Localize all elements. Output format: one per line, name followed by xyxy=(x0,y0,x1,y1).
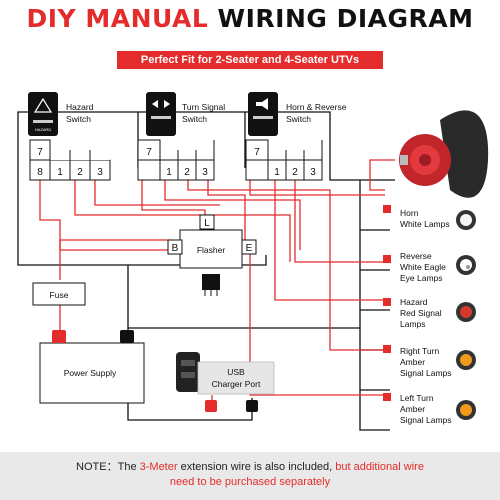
horn-pin-7: 7 xyxy=(254,147,260,158)
flasher-box xyxy=(167,214,257,269)
usb-negative-terminal xyxy=(246,400,258,412)
note-prefix: NOTE：The xyxy=(76,461,140,473)
lamp-red-icon xyxy=(456,302,476,322)
turn-pin-7: 7 xyxy=(146,147,152,158)
note-line-1: NOTE：The 3-Meter extension wire is also … xyxy=(0,460,500,475)
hazard-switch-icon: HAZARD xyxy=(28,92,58,136)
lamp-hazard-2: Red Signal xyxy=(400,308,442,318)
hazard-switch-label-2: Switch xyxy=(66,114,91,124)
page-title: DIY MANUAL WIRING DIAGRAM xyxy=(0,4,500,33)
title-black: WIRING DIAGRAM xyxy=(217,4,474,33)
turn-switch-label-2: Switch xyxy=(182,114,207,124)
lamp-hazard-3: Lamps xyxy=(400,319,426,329)
lamp-right-3: Signal Lamps xyxy=(400,368,452,378)
lamp-horn-1: Horn xyxy=(400,208,419,218)
turn-switch-icon xyxy=(146,92,176,136)
hazard-pin-3: 3 xyxy=(97,167,103,178)
lamp-eagle-icon xyxy=(456,255,476,275)
title-red: DIY MANUAL xyxy=(26,4,209,33)
lamp-right-2: Amber xyxy=(400,357,425,367)
turn-pin-3: 3 xyxy=(202,167,208,178)
fuse-box xyxy=(32,282,86,306)
power-supply-label: Power Supply xyxy=(64,368,117,378)
hazard-pin-2: 2 xyxy=(77,167,83,178)
turn-switch-label-1: Turn Signal xyxy=(182,102,225,112)
horn-icon xyxy=(399,110,489,198)
flasher-label: Flasher xyxy=(197,245,226,255)
usb-charger-icon xyxy=(176,352,200,392)
lamp-left-2: Amber xyxy=(400,404,425,414)
wiring-diagram: HAZARD Hazard Switch Turn Signal Switch … xyxy=(17,92,489,431)
usb-label-box xyxy=(197,361,275,395)
note-highlight-1: 3-Meter xyxy=(139,461,178,473)
negative-terminal xyxy=(120,330,134,343)
horn-pin-1: 1 xyxy=(274,167,280,178)
positive-terminal xyxy=(52,330,66,343)
note-mid: extension wire is also included, xyxy=(177,461,336,473)
subtitle-banner: Perfect Fit for 2-Seater and 4-Seater UT… xyxy=(117,51,383,69)
note-line-2: need to be purchased separately xyxy=(169,476,331,488)
hazard-pin-block xyxy=(29,139,111,181)
lamp-hazard-1: Hazard xyxy=(400,297,428,307)
lamp-amber-left-icon xyxy=(456,400,476,420)
note-bar: NOTE：The 3-Meter extension wire is also … xyxy=(0,452,500,500)
flasher-pin-e: E xyxy=(246,243,253,254)
horn-switch-label-2: Switch xyxy=(286,114,311,124)
lamp-reverse-3: Eye Lamps xyxy=(400,273,443,283)
lamp-horn-2: White Lamps xyxy=(400,219,450,229)
lamp-reverse-2: White Eagle xyxy=(400,262,446,272)
flasher-relay-icon xyxy=(202,274,220,296)
hazard-pin-1: 1 xyxy=(57,167,63,178)
lamp-white-icon xyxy=(456,210,476,230)
hazard-switch-label-1: Hazard xyxy=(66,102,94,112)
hazard-pin-8: 8 xyxy=(37,167,43,178)
lamp-left-3: Signal Lamps xyxy=(400,415,452,425)
horn-pin-block xyxy=(245,139,323,181)
turn-pin-1: 1 xyxy=(166,167,172,178)
lamp-amber-right-icon xyxy=(456,350,476,370)
flasher-pin-l: L xyxy=(204,218,210,229)
horn-pin-3: 3 xyxy=(310,167,316,178)
horn-switch-label-1: Horn & Reverse xyxy=(286,102,347,112)
lamp-connector-dots xyxy=(383,205,391,401)
flasher-pin-b: B xyxy=(172,243,179,254)
turn-pin-block xyxy=(137,139,215,181)
lamp-reverse-1: Reverse xyxy=(400,251,432,261)
usb-label-1: USB xyxy=(227,367,245,377)
note-highlight-2: but additional wire xyxy=(335,461,424,473)
horn-pin-2: 2 xyxy=(292,167,298,178)
turn-pin-2: 2 xyxy=(184,167,190,178)
horn-switch-icon xyxy=(248,92,278,136)
lamp-left-1: Left Turn xyxy=(400,393,434,403)
fuse-label: Fuse xyxy=(50,290,69,300)
hazard-pin-7: 7 xyxy=(37,147,43,158)
usb-label-2: Charger Port xyxy=(212,379,261,389)
lamp-right-1: Right Turn xyxy=(400,346,439,356)
svg-text:HAZARD: HAZARD xyxy=(35,127,52,132)
power-supply-box xyxy=(39,342,145,404)
usb-positive-terminal xyxy=(205,400,217,412)
